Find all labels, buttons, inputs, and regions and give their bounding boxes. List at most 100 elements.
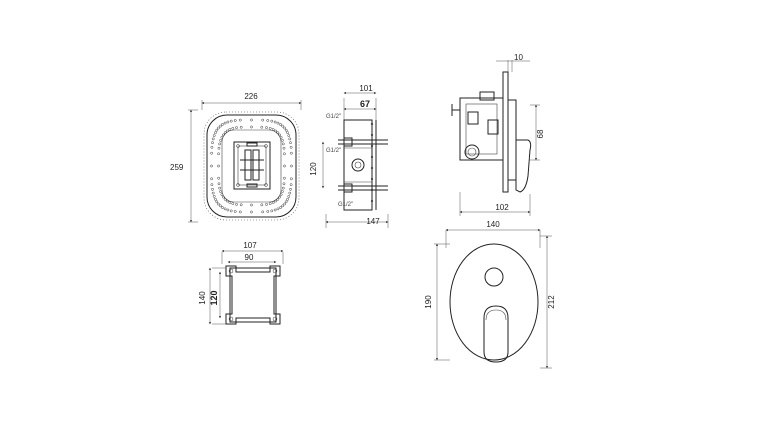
ring-dot bbox=[219, 139, 222, 142]
ring-dot bbox=[282, 146, 286, 150]
plate-height-inner-label: 190 bbox=[424, 295, 433, 309]
ring-dot bbox=[284, 128, 288, 132]
ring-dot bbox=[286, 197, 289, 201]
ring-dot bbox=[238, 210, 242, 214]
box-outer-height-label: 140 bbox=[198, 291, 207, 305]
ring-dot bbox=[223, 207, 227, 211]
ring-dot bbox=[217, 176, 220, 180]
ring-dot bbox=[217, 146, 221, 150]
ring-dot bbox=[250, 203, 253, 207]
ring-dot bbox=[238, 118, 242, 122]
ring-dot bbox=[226, 208, 230, 212]
thread-label-bottom: G1/2" bbox=[338, 202, 353, 208]
ring-dot bbox=[210, 151, 213, 155]
plate-view: 140 190 212 bbox=[424, 220, 556, 369]
ring-dot bbox=[250, 125, 253, 129]
ring-dot bbox=[290, 164, 293, 168]
ring-dot bbox=[217, 152, 220, 156]
ring-dot bbox=[261, 210, 265, 214]
ring-dot bbox=[211, 141, 214, 145]
ring-dot bbox=[265, 203, 268, 206]
ring-dot bbox=[289, 145, 293, 149]
ring-dot bbox=[239, 203, 243, 207]
side-top-outer-label: 101 bbox=[359, 84, 373, 93]
side-bottom-label: 147 bbox=[366, 217, 380, 226]
profile-view: 10 68 102 bbox=[451, 53, 545, 216]
ring-dot bbox=[266, 119, 270, 122]
ring-dot bbox=[235, 203, 238, 206]
ring-dot bbox=[218, 186, 222, 190]
side-dot bbox=[370, 177, 374, 181]
ring-dot bbox=[233, 210, 237, 213]
ring-dot bbox=[283, 126, 286, 130]
ring-dot bbox=[289, 183, 293, 187]
ring-dot bbox=[288, 137, 292, 141]
ring-dot bbox=[250, 210, 253, 214]
side-dot bbox=[370, 199, 374, 203]
ring-dot bbox=[281, 186, 285, 190]
ring-dot bbox=[279, 123, 282, 126]
side-mid-label: 120 bbox=[309, 162, 318, 176]
ring-dot bbox=[287, 134, 291, 137]
ring-dot bbox=[219, 204, 222, 208]
ring-dot bbox=[217, 182, 221, 186]
ring-dot bbox=[279, 206, 282, 209]
ring-dot bbox=[290, 151, 293, 155]
plate-width-label: 140 bbox=[486, 220, 500, 229]
ring-dot bbox=[281, 204, 284, 208]
ring-dot bbox=[289, 141, 292, 145]
ring-dot bbox=[281, 124, 284, 128]
ring-dot bbox=[210, 164, 213, 168]
box-view: 107 90 140 120 bbox=[198, 241, 284, 325]
ring-dot bbox=[260, 203, 264, 207]
ring-dot bbox=[212, 134, 216, 137]
ring-dot bbox=[289, 187, 292, 191]
ring-dot bbox=[226, 120, 230, 124]
ring-dot bbox=[273, 208, 277, 212]
ring-dot bbox=[270, 119, 274, 123]
ring-dot bbox=[221, 206, 224, 209]
ring-dot bbox=[268, 127, 272, 130]
thread-label-mid: G1/2" bbox=[326, 148, 341, 154]
ring-dot bbox=[214, 197, 217, 201]
profile-top-label: 10 bbox=[514, 53, 523, 62]
ring-dot bbox=[268, 202, 272, 205]
side-dot bbox=[370, 133, 374, 137]
ring-dot bbox=[221, 123, 224, 126]
front-width-label: 226 bbox=[244, 92, 258, 101]
ring-dot bbox=[223, 121, 227, 125]
ring-dot bbox=[218, 142, 222, 146]
front-view: 226 259 bbox=[170, 92, 302, 223]
ring-dot bbox=[286, 131, 289, 135]
ring-dot bbox=[210, 177, 213, 181]
ring-dot bbox=[233, 119, 237, 122]
ring-dot bbox=[281, 190, 284, 193]
side-top-inner-label: 67 bbox=[360, 99, 370, 109]
ring-dot bbox=[281, 139, 284, 142]
ring-dot bbox=[215, 200, 219, 204]
ring-dot bbox=[217, 126, 220, 130]
box-outer-width-label: 107 bbox=[243, 241, 257, 250]
side-dot bbox=[370, 144, 374, 148]
side-dot bbox=[370, 155, 374, 159]
ring-dot bbox=[217, 164, 220, 168]
ring-dot bbox=[283, 202, 286, 206]
ring-dot bbox=[273, 120, 277, 124]
front-height-label: 259 bbox=[170, 163, 184, 172]
ring-dot bbox=[210, 183, 214, 187]
ring-dot bbox=[290, 177, 293, 181]
ring-dot bbox=[214, 131, 217, 135]
ring-dot bbox=[235, 126, 238, 129]
ring-dot bbox=[229, 209, 233, 213]
side-view: 101 67 G1/2" G1/2" G1/2" 120 147 bbox=[309, 84, 389, 228]
ring-dot bbox=[270, 209, 274, 213]
ring-dot bbox=[231, 202, 235, 205]
thread-label-top: G1/2" bbox=[326, 114, 341, 120]
plate-height-outer-label: 212 bbox=[547, 295, 556, 309]
box-inner-height-label: 120 bbox=[209, 290, 219, 305]
ring-dot bbox=[211, 137, 215, 141]
box-inner-width-label: 90 bbox=[245, 253, 254, 262]
profile-bottom-label: 102 bbox=[495, 203, 509, 212]
ring-dot bbox=[281, 142, 285, 146]
